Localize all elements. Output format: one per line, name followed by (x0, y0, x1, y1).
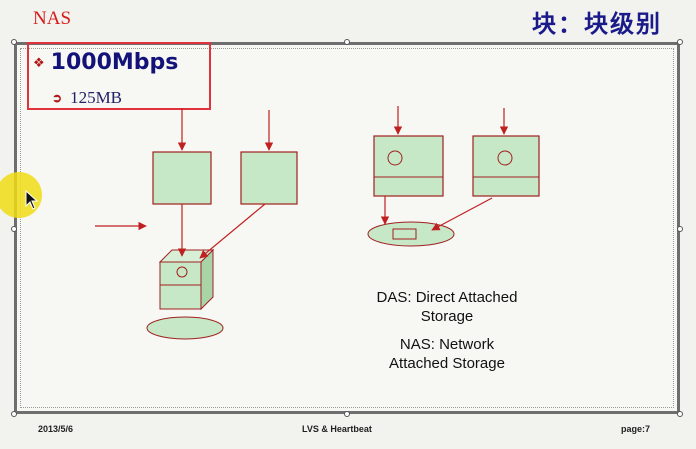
das-storage-device (158, 248, 215, 311)
nas-storage-slot (392, 228, 417, 240)
nas-caption-line-1: NAS: Network (399, 336, 495, 353)
bullet-sub: ➲ 125MB (52, 88, 122, 108)
mouse-pointer-icon (25, 190, 39, 210)
bullet-main-text: 1000Mbps (50, 50, 179, 75)
bullet-main: ❖ 1000Mbps (33, 50, 178, 75)
arrow-server-right-2-to-nas (431, 197, 493, 231)
diamond-bullet-icon: ❖ (33, 54, 45, 70)
slide-title: 块：块级别 (532, 10, 662, 38)
resize-handle-top-right[interactable] (677, 39, 683, 45)
resize-handle-top-middle[interactable] (344, 39, 350, 45)
corner-label: NAS (33, 8, 72, 29)
cursor-highlight (0, 172, 42, 218)
highlight-annotation-box (27, 42, 211, 110)
resize-handle-bottom-middle[interactable] (344, 411, 350, 417)
nas-caption-line-2: Attached Storage (389, 355, 505, 372)
footer-date: 2013/5/6 (38, 424, 74, 434)
server-box-left-2 (240, 151, 298, 205)
resize-handle-top-left[interactable] (11, 39, 17, 45)
server-box-right-2 (472, 135, 540, 197)
arrow-server-left-2-to-storage (199, 203, 266, 259)
das-disk-ellipse (146, 316, 224, 340)
resize-handle-bottom-right[interactable] (677, 411, 683, 417)
resize-handle-bottom-left[interactable] (11, 411, 17, 417)
arrow-bullet-icon: ➲ (52, 91, 63, 105)
das-caption: DAS: Direct Attached Storage (352, 288, 542, 326)
footer-title: LVS & Heartbeat (302, 424, 372, 434)
das-caption-line-1: DAS: Direct Attached (376, 289, 518, 306)
resize-handle-middle-left[interactable] (11, 226, 17, 232)
bullet-sub-text: 125MB (70, 88, 123, 107)
das-caption-line-2: Storage (420, 308, 474, 325)
server-box-left-1 (152, 151, 212, 205)
server-box-right-1 (373, 135, 444, 197)
footer-page-number: page:7 (621, 424, 651, 434)
slide-frame-inner-border (20, 48, 674, 408)
resize-handle-middle-right[interactable] (677, 226, 683, 232)
nas-caption: NAS: Network Attached Storage (352, 335, 542, 373)
